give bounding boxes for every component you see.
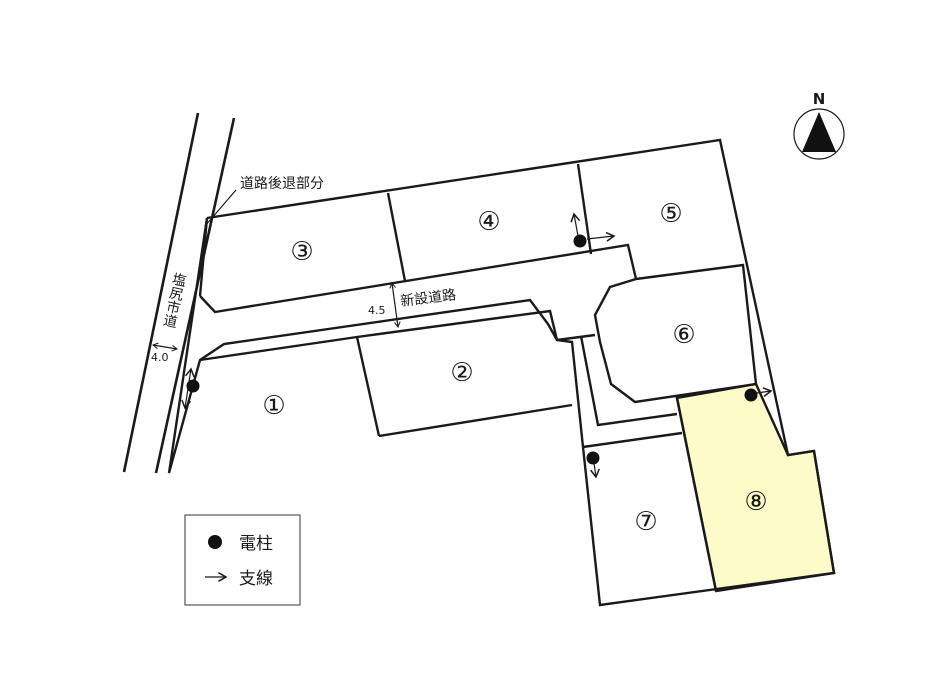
guy-wire-icon <box>590 462 600 479</box>
lot-4-label: ④ <box>477 207 500 237</box>
setback-leader <box>204 189 237 227</box>
new-road-label: 新設道路 <box>400 287 458 310</box>
lot-6-label: ⑥ <box>672 320 695 350</box>
pole-icon <box>586 451 600 465</box>
lot-8-label: ⑧ <box>744 487 767 517</box>
lot-5-label: ⑤ <box>659 199 682 229</box>
lot-3-label: ③ <box>290 237 313 267</box>
setback-label: 道路後退部分 <box>240 176 324 192</box>
legend-pole-icon <box>208 535 222 549</box>
utility-poles <box>181 212 773 479</box>
pole-icon <box>573 234 587 248</box>
compass-icon <box>793 108 845 160</box>
guy-wire-icon <box>181 367 195 410</box>
legend-guy-wire-label: 支線 <box>239 569 273 589</box>
north-arrow-icon <box>802 112 836 152</box>
legend-box <box>184 514 301 606</box>
new-road-width-arrow <box>389 281 401 329</box>
north-arrow: N <box>793 90 845 160</box>
lot-labels: ① ② ③ ④ ⑤ ⑥ ⑦ ⑧ <box>262 199 767 537</box>
lot-1-label: ① <box>262 391 285 421</box>
lot-2-label: ② <box>450 358 473 388</box>
legend: 電柱 支線 <box>184 514 301 606</box>
guy-wire-icon <box>756 387 773 397</box>
pole-icon <box>744 388 758 402</box>
lot-boundaries <box>167 138 836 607</box>
lot-7-label: ⑦ <box>634 507 657 537</box>
new-road-width: 4.5 <box>368 304 386 317</box>
guy-wire-icon <box>586 231 616 242</box>
north-label: N <box>813 90 826 108</box>
legend-pole-label: 電柱 <box>239 534 273 554</box>
city-road-width-arrow <box>151 342 179 352</box>
guy-wire-icon <box>570 212 581 237</box>
city-road-width: 4.0 <box>151 351 169 364</box>
